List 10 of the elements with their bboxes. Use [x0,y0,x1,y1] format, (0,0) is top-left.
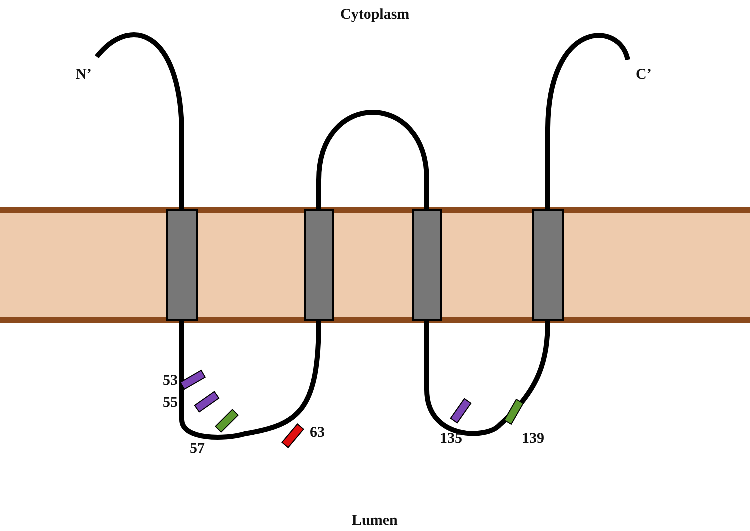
residue-number: 57 [190,442,205,457]
region-label: Cytoplasm [340,8,410,23]
terminus-label: N’ [76,68,92,83]
residue-number: 53 [163,374,178,389]
terminus-label: C’ [636,68,652,83]
residue-number: 139 [522,432,544,447]
residue-number: 135 [440,432,462,447]
residue-number: 55 [163,396,178,411]
region-label: Lumen [352,514,398,529]
residue-number: 63 [310,426,325,441]
